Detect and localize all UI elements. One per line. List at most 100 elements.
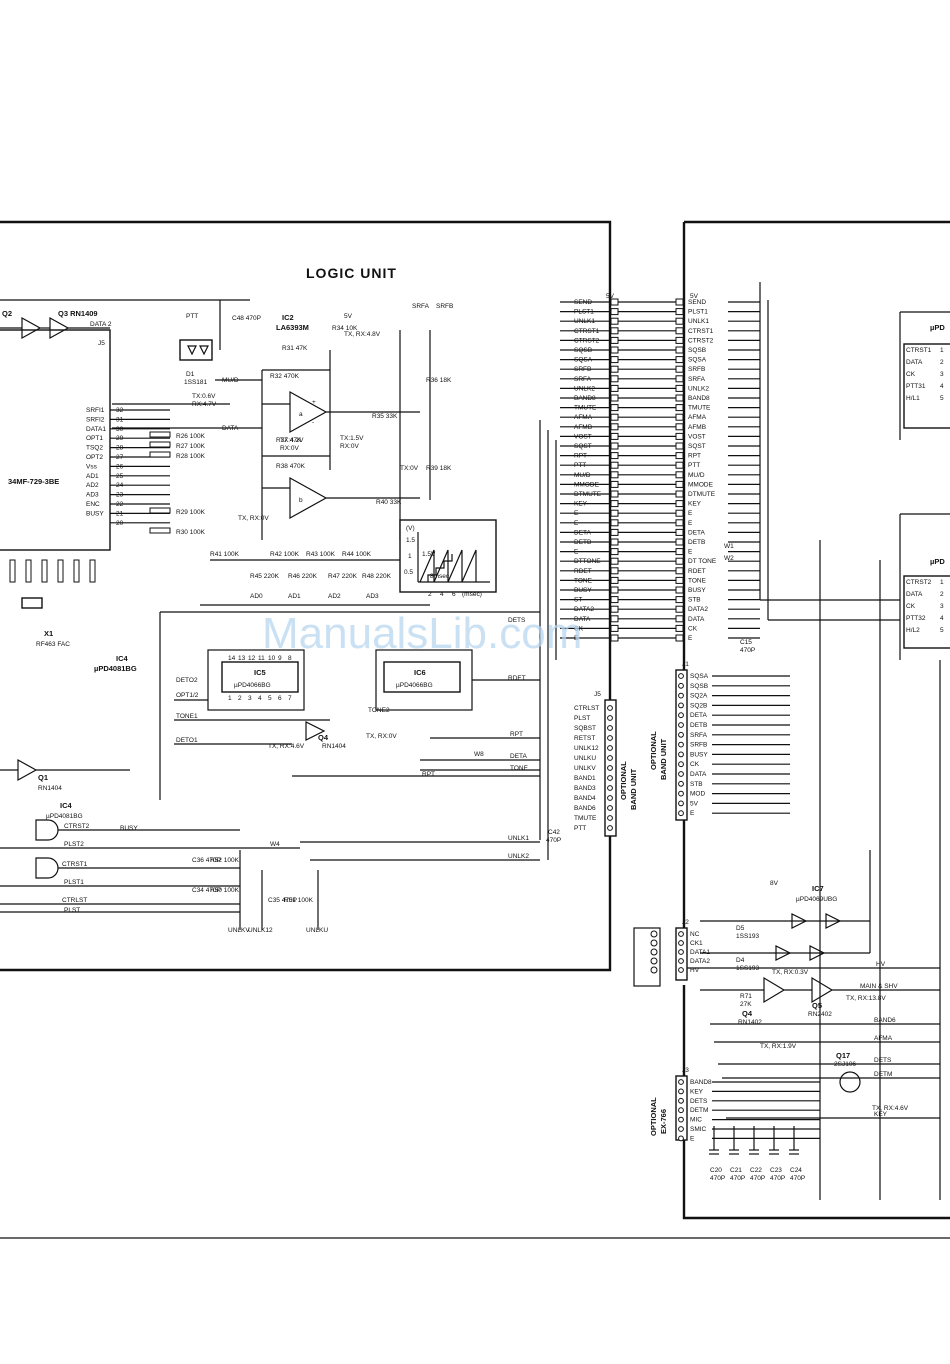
ic2-resistor-label: R44 100K — [342, 551, 372, 558]
cap-ref: C24 — [790, 1167, 802, 1174]
unlku-label: UNLKU — [306, 927, 328, 934]
detm-right-label: DETM — [874, 1071, 892, 1078]
rpt2-label: RPT — [422, 771, 435, 778]
d5-name: D5 — [736, 925, 745, 932]
j5-band-label: J5 — [594, 691, 601, 698]
crystal-x1: X1 RF463 FAC — [21, 597, 70, 648]
conn-right-pin — [675, 432, 684, 440]
band-right-pin — [678, 741, 684, 748]
c15-ref: C15 — [740, 639, 752, 646]
conn-right-pin-label: BAND8 — [688, 395, 710, 402]
band-left-pin-label: UNLK12 — [574, 745, 599, 752]
q4-part: RN1404 — [322, 743, 346, 750]
band-right-pin — [678, 780, 684, 787]
ic5-pin-top: 11 — [258, 655, 265, 662]
ic2-resistor-label: R40 33K — [376, 499, 402, 506]
ic2-name: IC2 — [282, 313, 294, 322]
j3-pin-label: BAND8 — [690, 1079, 712, 1086]
mcu-signal-label: Vss — [86, 463, 98, 470]
conn-right-pin-label: CTRST1 — [688, 328, 714, 335]
band6-label: BAND6 — [874, 1017, 896, 1024]
conn-left-pin — [610, 336, 619, 344]
w4-label: W4 — [270, 841, 280, 848]
d1-block: D1 1SS181 TX:0.6V RX:4.7V MU/D DATA PTT … — [112, 300, 262, 432]
connector-right-pins: SENDPLST1UNLK1CTRST1CTRST2SQSBSQSASRFBSR… — [618, 298, 760, 642]
conn-right-pin — [675, 346, 684, 354]
conn-left-pin — [610, 538, 619, 546]
d4-name: D4 — [736, 957, 745, 964]
plst2-label: PLST2 — [64, 841, 84, 848]
ic7-name: IC7 — [812, 884, 824, 893]
far-right-ic-bot — [903, 575, 950, 649]
ic4b-part: µPD4081BG — [46, 813, 83, 820]
band-right-title-1: OPTIONAL — [649, 731, 658, 770]
resistor-body — [25, 559, 32, 583]
conn-right-pin-label: MU/D — [688, 472, 705, 479]
far-right-top-pin: 4 — [940, 383, 944, 390]
conn-left-pin — [610, 605, 619, 613]
ctrst2-label: CTRST2 — [64, 823, 90, 830]
ic6-name: IC6 — [414, 668, 426, 677]
ic2-block: IC2 LA6393M + - a b 5V TX, RX:4.8V TX:4.… — [238, 303, 453, 540]
conn-right-pin-label: PLST1 — [688, 309, 708, 316]
far-right-top-pin: 3 — [940, 371, 944, 378]
d1-diode-a — [187, 345, 197, 356]
band-right-pin-label: 5V — [690, 800, 699, 807]
unlkv-label: UNLKV — [228, 927, 250, 934]
lower-part-label: C36 470P — [192, 857, 221, 864]
ic2-resistor-label: R31 47K — [282, 345, 308, 352]
plst-label: PLST — [64, 907, 80, 914]
conn-right-pin — [675, 519, 684, 527]
ic6-body — [383, 661, 461, 693]
q4-name: Q4 — [318, 733, 329, 742]
j2-pin — [678, 931, 684, 937]
conn-right-pin-label: SQSB — [688, 347, 706, 354]
conn-right-pin — [675, 615, 684, 623]
left-resistor-array — [9, 559, 96, 583]
ic2-resistor-label: R45 220K — [250, 573, 280, 580]
lower-part-label: C35 470P — [268, 897, 297, 904]
conn-left-pin — [610, 634, 619, 642]
ic5-ic6-wiring: OPT1/2 DETO2 TONE1 DETO1 TONE2 RPT DETA … — [159, 611, 540, 800]
conn-left-pin — [610, 442, 619, 450]
q3-block: Q2 Q3 RN1409 DATA 2 J5 — [0, 299, 250, 347]
conn-right-pin — [675, 298, 684, 306]
band-left-pins: CTRLSTPLSTSQBSTRETSTUNLK12UNLKUUNLKVBAND… — [574, 705, 613, 832]
band-right-pin-label: BUSY — [690, 751, 708, 758]
far-right-bot-pin: 4 — [940, 615, 944, 622]
w1-label: W1 — [724, 543, 734, 550]
conn-right-pin — [675, 576, 684, 584]
q4r-part: RN1402 — [738, 1019, 762, 1026]
ic5-pin-bot: 5 — [268, 695, 272, 702]
ad-label: AD2 — [328, 593, 341, 600]
conn-right-pin — [675, 404, 684, 412]
cap-val: 470P — [730, 1175, 745, 1182]
unlk2-label: UNLK2 — [508, 853, 529, 860]
ic6-part: µPD4066BG — [396, 682, 433, 689]
mud-label: MU/D — [222, 377, 239, 384]
conn-left-pin — [610, 404, 619, 412]
tone-label: TONE — [510, 765, 529, 772]
mcu-signal-label: OPT1 — [86, 435, 103, 442]
j2-label: J2 — [682, 919, 689, 926]
c42-val: 470P — [546, 837, 561, 844]
mcu-block: 34MF-729-3BE 32313029282726252423222120S… — [0, 329, 170, 551]
r71-ref: R71 — [740, 993, 752, 1000]
mcu-signal-label: BUSY — [86, 510, 104, 517]
q4-right-buffer — [763, 976, 786, 1004]
conn-right-pin — [675, 528, 684, 536]
conn-right-pin-label: E — [688, 510, 693, 517]
band-left-pin-label: SQBST — [574, 725, 596, 732]
graph-xtick-2: 4 — [440, 591, 444, 598]
lower-left-block: Q1 RN1404 IC4 µPD4081BG CTRST2 PLST2 CTR… — [0, 758, 540, 934]
band-left-pin — [607, 735, 613, 741]
far-right-bot-signal: CK — [906, 603, 916, 610]
ic2a-plus: + — [312, 399, 316, 406]
q17-name: Q17 — [836, 1051, 850, 1060]
logic-unit-title: LOGIC UNIT — [306, 265, 397, 281]
ic2-comparator-a — [289, 390, 328, 434]
band-left-pin — [607, 785, 613, 791]
lower-part-label: R50 100K — [210, 887, 240, 894]
